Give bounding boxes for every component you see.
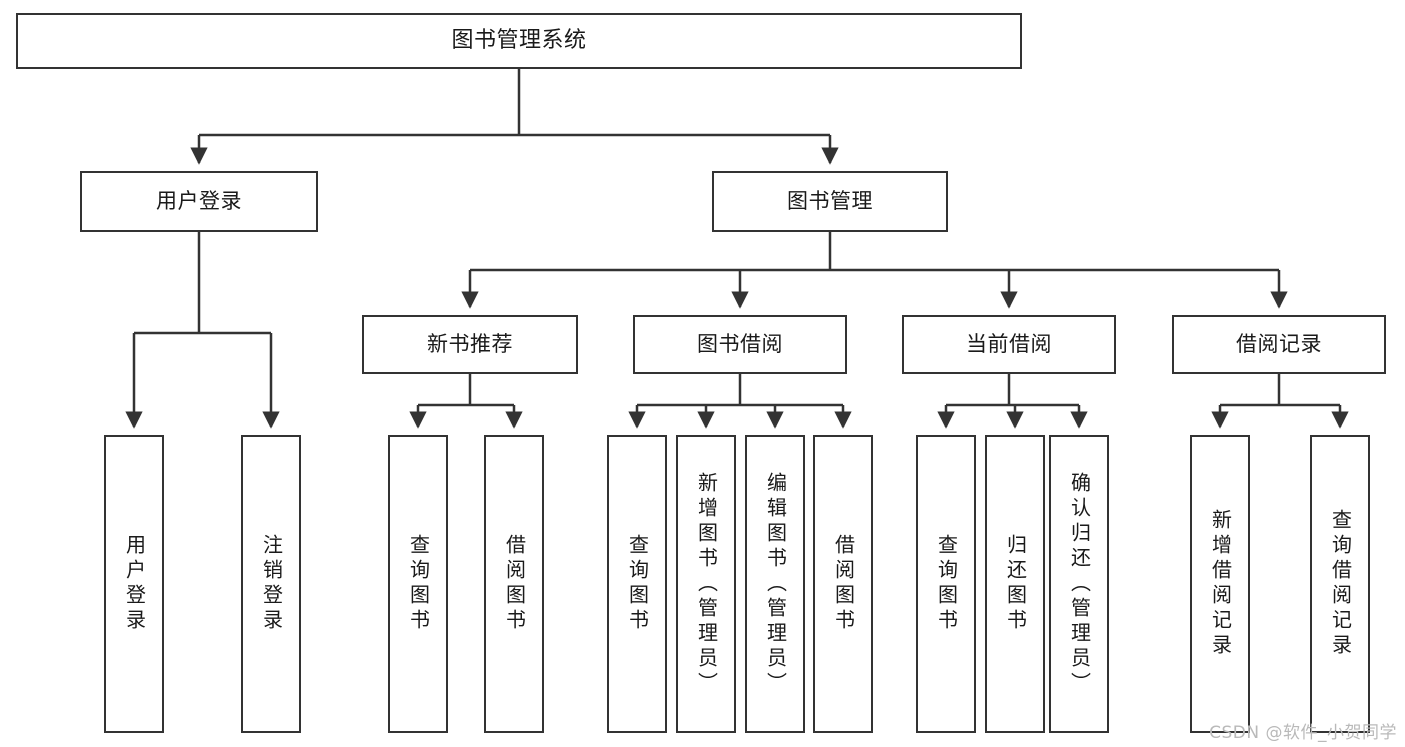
node-leaf-edit-book[interactable]: 编辑图书（管理员） [745,435,805,733]
node-leaf-query-book-1[interactable]: 查询图书 [388,435,448,733]
node-borrow-record-label: 借阅记录 [1236,332,1322,357]
node-leaf-query-book-2-label: 查询图书 [625,534,650,634]
node-leaf-query-record-label: 查询借阅记录 [1328,509,1353,659]
node-leaf-user-login-label: 用户登录 [122,534,147,634]
node-borrow-record[interactable]: 借阅记录 [1172,315,1386,374]
node-book-borrow[interactable]: 图书借阅 [633,315,847,374]
node-book-manage[interactable]: 图书管理 [712,171,948,232]
node-root-label: 图书管理系统 [451,28,587,54]
node-leaf-confirm-return[interactable]: 确认归还（管理员） [1049,435,1109,733]
node-leaf-add-book-label: 新增图书（管理员） [694,471,719,697]
node-leaf-add-book[interactable]: 新增图书（管理员） [676,435,736,733]
node-leaf-query-book-1-label: 查询图书 [406,534,431,634]
node-leaf-query-book-3[interactable]: 查询图书 [916,435,976,733]
node-leaf-query-book-2[interactable]: 查询图书 [607,435,667,733]
node-leaf-borrow-book-1-label: 借阅图书 [502,534,527,634]
node-current-borrow-label: 当前借阅 [966,332,1052,357]
node-leaf-edit-book-label: 编辑图书（管理员） [763,471,788,697]
node-book-borrow-label: 图书借阅 [697,332,783,357]
node-leaf-add-record[interactable]: 新增借阅记录 [1190,435,1250,733]
csdn-watermark: CSDN @软件_小贺同学 [1209,723,1397,743]
node-book-manage-label: 图书管理 [787,189,873,214]
node-leaf-add-record-label: 新增借阅记录 [1208,509,1233,659]
node-current-borrow[interactable]: 当前借阅 [902,315,1116,374]
node-user-login[interactable]: 用户登录 [80,171,318,232]
node-leaf-return-book[interactable]: 归还图书 [985,435,1045,733]
node-new-book-recommend-label: 新书推荐 [427,332,513,357]
node-leaf-query-record[interactable]: 查询借阅记录 [1310,435,1370,733]
node-leaf-borrow-book-2-label: 借阅图书 [831,534,856,634]
node-leaf-return-book-label: 归还图书 [1003,534,1028,634]
node-leaf-query-book-3-label: 查询图书 [934,534,959,634]
node-leaf-logout-label: 注销登录 [259,534,284,634]
node-leaf-user-login[interactable]: 用户登录 [104,435,164,733]
node-leaf-borrow-book-1[interactable]: 借阅图书 [484,435,544,733]
node-leaf-confirm-return-label: 确认归还（管理员） [1067,471,1092,697]
node-leaf-logout[interactable]: 注销登录 [241,435,301,733]
node-user-login-label: 用户登录 [156,189,242,214]
node-root[interactable]: 图书管理系统 [16,13,1022,69]
node-new-book-recommend[interactable]: 新书推荐 [362,315,578,374]
node-leaf-borrow-book-2[interactable]: 借阅图书 [813,435,873,733]
